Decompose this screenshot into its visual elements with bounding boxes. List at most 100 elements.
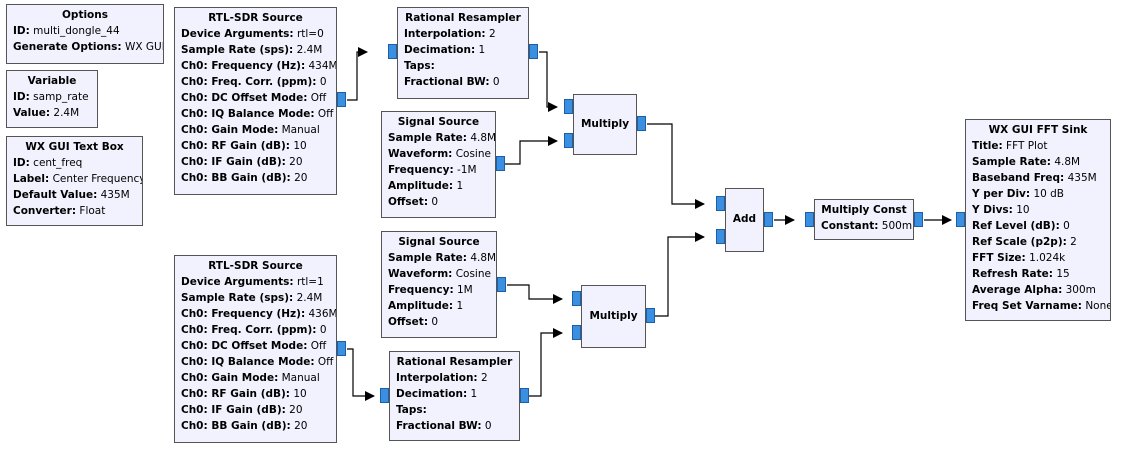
param-value: samp_rate [33, 91, 89, 103]
rational-resampler-1-in-port[interactable] [388, 44, 397, 59]
rtl-sdr-source-1-out-port[interactable] [337, 92, 346, 107]
param-key: Waveform: [388, 148, 453, 160]
param-key: Sample Rate (sps): [181, 44, 294, 56]
param-value: Center Frequency [52, 173, 143, 185]
block-param-row: Ch0: Freq. Corr. (ppm): 0 [181, 74, 330, 90]
multiply-2-out-port[interactable] [646, 308, 655, 323]
param-key: Title: [972, 140, 1003, 152]
param-key: ID: [13, 91, 30, 103]
param-key: Ch0: IQ Balance Mode: [181, 108, 315, 120]
add-in-port-1[interactable] [716, 229, 725, 244]
block-title: Variable [27, 75, 77, 87]
param-key: Ch0: Frequency (Hz): [181, 60, 306, 72]
block-param-row: Ch0: Frequency (Hz): 436M [181, 306, 336, 322]
param-value: 1 [456, 180, 464, 192]
block-param-row: Title: FFT Plot [972, 138, 1104, 154]
block-param-row: Device Arguments: rtl=0 [181, 26, 330, 42]
rtl-sdr-source-2-out-port[interactable] [337, 341, 346, 356]
block-param-row: Ch0: BB Gain (dB): 20 [181, 170, 330, 186]
block-param-row: Amplitude: 1 [388, 298, 490, 314]
rational-resampler-2-in-port[interactable] [380, 388, 389, 403]
signal-source-1-out-port[interactable] [496, 156, 505, 171]
param-key: Ch0: IQ Balance Mode: [181, 356, 315, 368]
param-key: Freq Set Varname: [972, 300, 1082, 312]
param-value: 2 [480, 372, 488, 384]
add-in-port-0[interactable] [716, 196, 725, 211]
param-value: 436M [308, 308, 337, 320]
param-value: 4.8M [470, 132, 496, 144]
multiply-1-in-port-0[interactable] [564, 99, 573, 114]
block-param-row: Generate Options: WX GUI [13, 39, 163, 55]
block-param-row: Ch0: Freq. Corr. (ppm): 0 [181, 322, 330, 338]
block-param-row: Fractional BW: 0 [404, 74, 522, 90]
rational-resampler-2-out-port[interactable] [520, 388, 529, 403]
block-param-row: Decimation: 1 [404, 42, 522, 58]
param-value: multi_dongle_44 [33, 25, 120, 37]
block-title: RTL-SDR Source [208, 12, 303, 24]
multiply-block-1[interactable]: Multiply [573, 94, 637, 155]
param-value: 1 [470, 388, 478, 400]
param-value: Off [317, 108, 334, 120]
param-value: 2 [1070, 236, 1077, 248]
add-out-port[interactable] [764, 212, 773, 227]
wx-gui-fft-sink-in-port[interactable] [956, 212, 965, 227]
param-value: 500m [881, 220, 913, 232]
param-value: 434M [308, 60, 337, 72]
block-title: Multiply [589, 310, 638, 322]
block-param-row: Fractional BW: 0 [396, 418, 513, 434]
param-value: 0 [1063, 220, 1070, 232]
param-key: Default Value: [13, 189, 98, 201]
param-value: Cosine [455, 148, 491, 160]
multiply-block-2[interactable]: Multiply [581, 285, 646, 348]
multiply-2-in-port-1[interactable] [572, 325, 581, 340]
param-key: Sample Rate: [388, 132, 467, 144]
block-param-row: Taps: [396, 402, 513, 418]
block-param-row: Average Alpha: 300m [972, 282, 1104, 298]
block-title: Rational Resampler [396, 356, 513, 368]
block-param-row: Interpolation: 2 [396, 370, 513, 386]
block-param-row: Ref Scale (p2p): 2 [972, 234, 1104, 250]
multiply-1-out-port[interactable] [637, 116, 646, 131]
add-block[interactable]: Add [725, 188, 764, 252]
param-value: 2.4M [296, 292, 323, 304]
block-param-row: Amplitude: 1 [388, 178, 489, 194]
rational-resampler-1-out-port[interactable] [529, 44, 538, 59]
param-value: Off [310, 92, 327, 104]
param-value: 435M [1067, 172, 1097, 184]
wire-sig2-to-mult2 [507, 284, 563, 304]
multiply-2-in-port-0[interactable] [572, 291, 581, 306]
block-title: Rational Resampler [405, 12, 521, 24]
block-title: WX GUI FFT Sink [988, 124, 1088, 136]
block-param-row: Taps: [404, 58, 522, 74]
param-key: Ref Level (dB): [972, 220, 1060, 232]
wire-rtl1-to-resamp1 [347, 47, 368, 101]
param-value: cent_freq [33, 157, 83, 169]
wire-rtl2-to-resamp2 [347, 348, 375, 401]
param-value: 10 [293, 388, 307, 400]
block-param-row: ID: samp_rate [13, 89, 91, 105]
param-value: WX GUI [124, 41, 164, 53]
param-key: Decimation: [396, 388, 468, 400]
param-key: Refresh Rate: [972, 268, 1053, 280]
block-param-row: ID: cent_freq [13, 155, 136, 171]
param-key: Y per Div: [972, 188, 1031, 200]
param-value: 0 [431, 196, 439, 208]
param-value: Float [79, 205, 106, 217]
multiply-const-in-port[interactable] [805, 212, 814, 227]
signal-source-2-out-port[interactable] [497, 277, 506, 292]
multiply-1-in-port-1[interactable] [564, 133, 573, 148]
multiply-const-out-port[interactable] [914, 212, 923, 227]
param-key: Amplitude: [388, 180, 454, 192]
wire-mult2-to-add [655, 232, 705, 317]
